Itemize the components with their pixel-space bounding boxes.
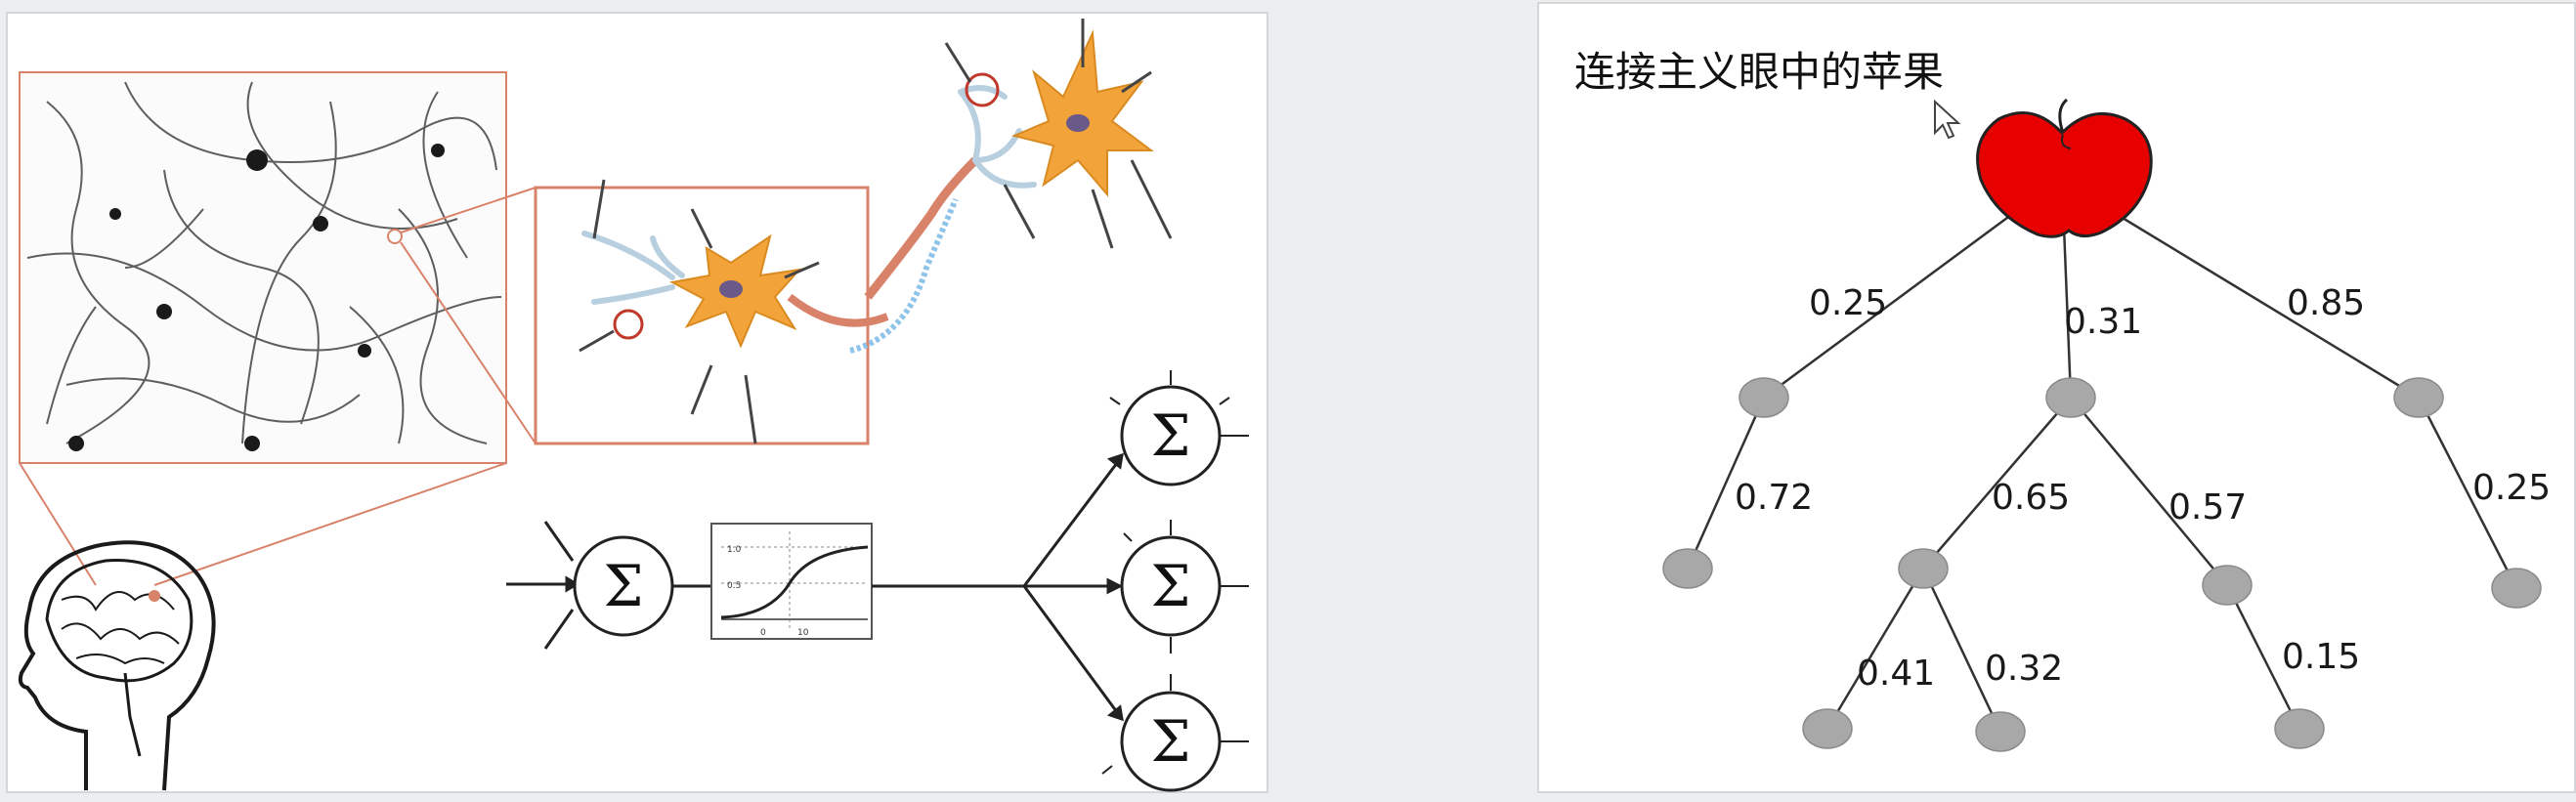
edge-n2-n21 — [1922, 397, 2072, 570]
edge-n1-leaf1 — [1686, 397, 1766, 570]
weight-label: 0.85 — [2287, 283, 2365, 323]
sigma-symbol: Σ — [1150, 553, 1190, 619]
mouse-cursor-icon — [1934, 99, 1961, 140]
sigma-symbol: Σ — [1150, 708, 1190, 775]
graph-node — [2393, 377, 2444, 418]
weight-label: 0.31 — [2064, 302, 2142, 342]
weight-label: 0.25 — [2472, 468, 2551, 508]
graph-node — [1802, 708, 1853, 749]
graph-node — [2202, 565, 2253, 606]
edge-n21-leafa — [1825, 568, 1925, 730]
edge-apple-n2 — [2062, 226, 2073, 399]
sigma-unit-icon: Σ — [1120, 520, 1249, 654]
edge-n22-leafc — [2225, 584, 2301, 730]
edge-apple-n3 — [2112, 210, 2420, 400]
graph-node — [1975, 711, 2026, 752]
axon-path — [849, 85, 1037, 354]
weight-label: 0.41 — [1857, 654, 1935, 694]
neuron-illustration: Σ 1.0 0.5 0 10 Σ Σ — [18, 19, 1249, 792]
weight-label: 0.15 — [2282, 637, 2360, 677]
weight-label: 0.57 — [2168, 487, 2247, 528]
apple-graph-panel: 连接主义眼中的苹果 0.25 0.31 0.85 0.72 0.65 0.57 … — [1537, 2, 2576, 793]
sigma-unit-icon: Σ — [1109, 370, 1249, 486]
graph-node — [1739, 377, 1789, 418]
output-fanout — [872, 452, 1124, 722]
sigmoid-y-mid-tick: 0.5 — [727, 581, 741, 591]
sigmoid-y-top-tick: 1.0 — [727, 545, 742, 555]
sigma-symbol: Σ — [1150, 402, 1190, 469]
weight-label: 0.72 — [1735, 478, 1813, 518]
sigmoid-plot-icon: 1.0 0.5 0 10 — [710, 523, 873, 640]
graph-node — [2274, 708, 2325, 749]
graph-node — [1662, 548, 1713, 589]
graph-nodes — [1662, 377, 2542, 752]
edge-n21-leafb — [1921, 568, 2002, 733]
sigma-unit-icon: Σ — [573, 535, 674, 637]
sigmoid-x-right-tick: 10 — [797, 628, 809, 638]
apple-weight-graph: 0.25 0.31 0.85 0.72 0.65 0.57 0.25 0.41 … — [1662, 98, 2551, 752]
sigma-symbol: Σ — [603, 553, 643, 619]
sigma-unit-icon: Σ — [1101, 674, 1249, 792]
sigmoid-x-left-tick: 0 — [760, 628, 766, 638]
graph-node — [2045, 377, 2096, 418]
graph-node — [2491, 568, 2542, 609]
graph-edges — [1686, 210, 2518, 733]
apple-icon — [1976, 98, 2153, 238]
weight-label: 0.32 — [1985, 649, 2063, 689]
edge-apple-n1 — [1763, 210, 2016, 400]
neuron-icon — [668, 233, 802, 349]
graph-title: 连接主义眼中的苹果 — [1574, 48, 1945, 96]
cortex-tissue-image — [19, 71, 507, 464]
weight-label: 0.25 — [1809, 283, 1887, 323]
input-arrows — [506, 521, 580, 650]
edge-n3-leaf3 — [2417, 397, 2518, 589]
neuron-illustration-panel: Σ 1.0 0.5 0 10 Σ Σ — [6, 12, 1268, 793]
neuron-closeup-box — [534, 179, 889, 445]
weight-label: 0.65 — [1992, 478, 2070, 518]
edge-n2-n22 — [2070, 397, 2228, 586]
zoom-lines — [19, 187, 537, 586]
graph-node — [1898, 548, 1949, 589]
neuron-icon — [944, 19, 1173, 249]
brain-head-icon — [18, 540, 216, 791]
